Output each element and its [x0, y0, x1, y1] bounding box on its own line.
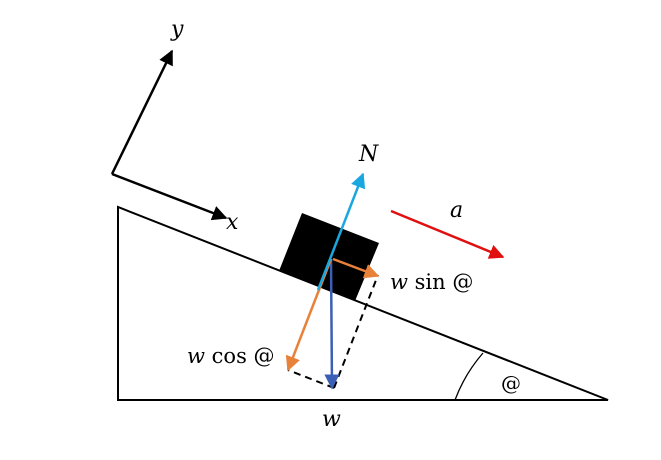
w-sin-function: sin @	[408, 270, 473, 294]
w-sin-variable: w	[390, 270, 408, 294]
incline-angle-label: @	[501, 371, 521, 395]
acceleration-label: a	[450, 198, 463, 223]
x-axis-label: x	[226, 210, 239, 235]
normal-force-label: N	[358, 142, 379, 167]
angle-arc	[454, 352, 484, 401]
w-cos-function: cos @	[205, 344, 275, 368]
w-sin-label: w sin @	[390, 270, 473, 294]
incline-triangle	[117, 205, 609, 401]
y-axis-label: y	[170, 17, 184, 42]
block	[279, 213, 379, 301]
x-axis-arrow	[111, 172, 228, 221]
acceleration-arrow	[390, 209, 505, 259]
dashed-parallel-line	[287, 369, 335, 389]
dashed-perpendicular-line	[333, 274, 379, 389]
weight-label: w	[322, 407, 341, 432]
w-sin-arrow	[332, 257, 380, 279]
w-cos-variable: w	[187, 344, 205, 368]
w-cos-label: w cos @	[187, 344, 275, 368]
weight-arrow	[324, 258, 340, 390]
y-axis-arrow	[110, 49, 174, 175]
normal-force-arrow	[316, 172, 366, 291]
